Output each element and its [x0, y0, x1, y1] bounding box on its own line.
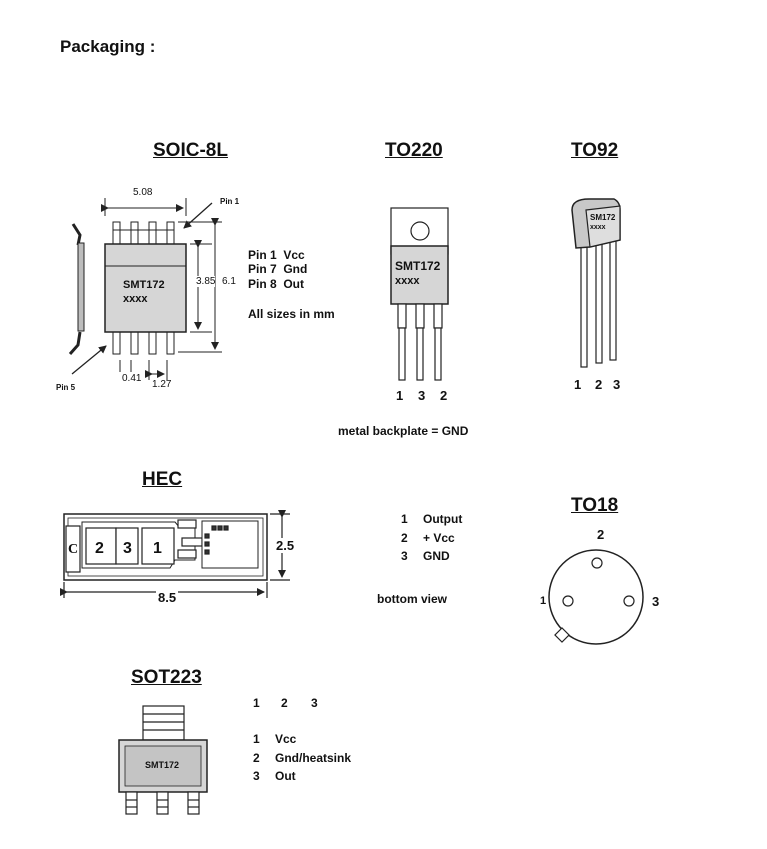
soic-pitch-dim: 1.27: [152, 379, 172, 390]
sot223-chip-label: SMT172: [145, 760, 180, 770]
soic-size-note: All sizes in mm: [248, 307, 335, 321]
to92-pin-label: 1: [574, 377, 582, 392]
soic-body-height-dim: 3.85: [196, 276, 216, 287]
sot223-pin-header: 3: [311, 696, 318, 710]
hec-height-dim: 2.5: [276, 538, 295, 553]
hec-legend-label: Output: [423, 512, 463, 526]
soic-pinout-2: Pin 7 Gnd: [248, 262, 308, 276]
sot223-legend-label: Out: [275, 769, 296, 783]
sot223-legend-label: Vcc: [275, 732, 297, 746]
hec-legend-num: 2: [401, 531, 408, 545]
soic-width-dim: 5.08: [133, 187, 153, 198]
to92-drawing: [571, 198, 621, 368]
hec-drawing: [60, 510, 290, 598]
to18-pin-right: 3: [652, 594, 660, 609]
to18-pin-top: 2: [597, 527, 605, 542]
to220-backplate-note: metal backplate = GND: [338, 424, 469, 438]
to92-chip-line1: SM172: [590, 213, 616, 222]
to220-pin-label: 1: [396, 388, 404, 403]
hec-legend-num: 1: [401, 512, 408, 526]
hec-legend-label: + Vcc: [423, 531, 455, 545]
soic-pinout-1: Pin 1 Vcc: [248, 248, 305, 262]
soic-chip-line2: xxxx: [123, 293, 148, 305]
soic-drawing: [68, 198, 222, 380]
to92-pin-label: 3: [613, 377, 621, 392]
hec-legend-num: 3: [401, 549, 408, 563]
to220-chip-line1: SMT172: [395, 259, 441, 273]
sot223-pin-header: 2: [281, 696, 288, 710]
to220-title: TO220: [385, 140, 443, 161]
page-heading: Packaging :: [60, 37, 156, 56]
to92-pin-label: 2: [595, 377, 603, 392]
hec-view-note: bottom view: [377, 592, 448, 606]
sot223-legend-num: 3: [253, 769, 260, 783]
hec-title: HEC: [142, 469, 183, 490]
hec-pad-c: C: [68, 542, 79, 557]
soic-pin-width-dim: 0.41: [122, 373, 142, 384]
hec-width-dim: 8.5: [156, 590, 179, 605]
sot223-pin-header: 1: [253, 696, 260, 710]
sot223-legend-label: Gnd/heatsink: [275, 751, 352, 765]
soic-pin5-callout: Pin 5: [56, 383, 76, 392]
to220-pin-label: 2: [440, 388, 448, 403]
to220-chip-line2: xxxx: [395, 275, 420, 287]
hec-pad-label: 3: [123, 540, 132, 557]
to18-drawing: [548, 549, 644, 645]
to18-pin-left: 1: [540, 595, 547, 607]
sot223-legend-num: 2: [253, 751, 260, 765]
to220-pin-label: 3: [418, 388, 426, 403]
soic-chip-line1: SMT172: [123, 279, 165, 291]
sot223-title: SOT223: [131, 667, 202, 688]
to92-chip-line2: xxxx: [590, 224, 606, 231]
hec-pad-label: 1: [153, 540, 162, 557]
hec-legend-label: GND: [423, 549, 450, 563]
to18-title: TO18: [571, 495, 619, 516]
sot223-drawing: [118, 705, 208, 815]
soic-total-height-dim: 6.1: [222, 276, 236, 287]
hec-pad-label: 2: [95, 540, 104, 557]
to92-title: TO92: [571, 140, 619, 161]
sot223-legend-num: 1: [253, 732, 260, 746]
to220-drawing: [390, 207, 449, 381]
soic-pin1-callout: Pin 1: [220, 197, 240, 206]
soic-title: SOIC-8L: [153, 140, 228, 161]
soic-pinout-3: Pin 8 Out: [248, 277, 305, 291]
